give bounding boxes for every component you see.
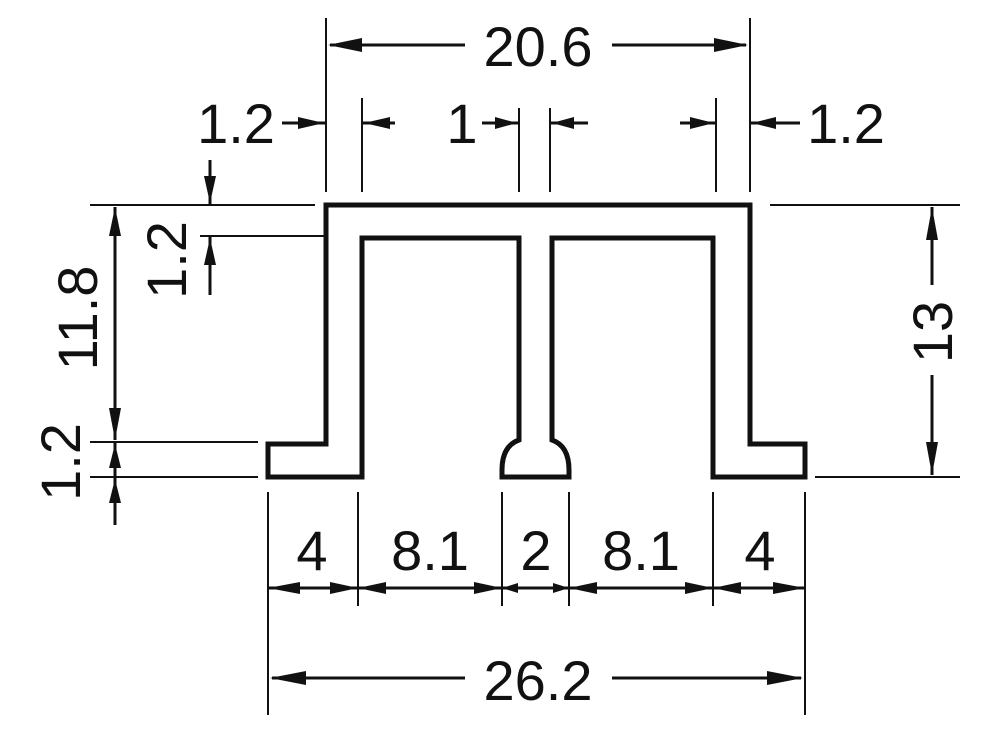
label-right-wall: 1.2: [807, 92, 885, 155]
dimension-inner-height: 11.8: [46, 207, 121, 440]
label-top-thickness: 1.2: [135, 221, 198, 299]
label-center-stem: 1: [446, 92, 477, 155]
profile-outline: [265, 202, 808, 480]
dimension-left-wall: 1.2: [197, 92, 395, 155]
dimension-right-wall: 1.2: [680, 92, 885, 155]
label-left-flange: 4: [296, 519, 327, 582]
label-right-flange: 4: [744, 519, 775, 582]
label-right-channel: 8.1: [602, 519, 680, 582]
dimension-center-stem: 1: [446, 92, 588, 155]
label-center-foot: 2: [520, 519, 551, 582]
label-base-thickness: 1.2: [29, 423, 92, 501]
dimension-bottom-width: 26.2: [270, 649, 803, 712]
dimension-total-height: 13: [901, 207, 964, 475]
label-top-width: 20.6: [484, 15, 593, 78]
dimension-top-thickness: 1.2: [135, 160, 216, 299]
label-inner-height: 11.8: [46, 266, 109, 371]
extension-lines: [90, 18, 960, 715]
label-total-height: 13: [901, 301, 964, 363]
label-left-wall: 1.2: [197, 92, 275, 155]
dimension-top-width: 20.6: [328, 15, 748, 78]
label-left-channel: 8.1: [391, 519, 469, 582]
label-bottom-width: 26.2: [484, 649, 593, 712]
dimension-bottom-segments: 4 8.1 2 8.1 4: [268, 519, 805, 594]
dimension-base-thickness: 1.2: [29, 423, 121, 525]
